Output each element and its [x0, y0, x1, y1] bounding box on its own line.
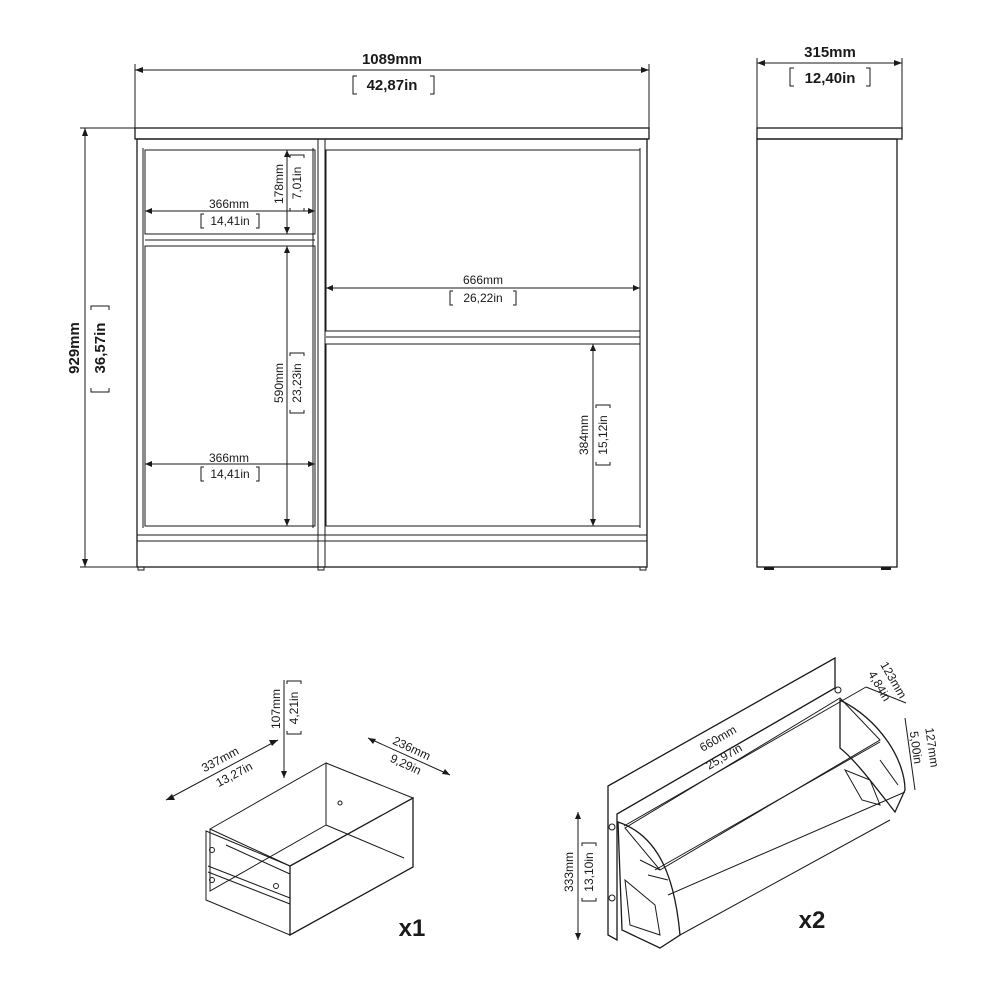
right-width-mm: 666mm	[463, 273, 503, 287]
side-depth-mm: 315mm	[804, 44, 856, 61]
front-view	[134, 127, 650, 571]
flap-quantity: x2	[799, 907, 826, 934]
right-width-in: 26,22in	[463, 291, 502, 305]
right-bottom-height-mm: 384mm	[577, 415, 591, 455]
left-bottom-width-in: 14,41in	[210, 467, 249, 481]
side-depth-in: 12,40in	[805, 70, 856, 87]
right-bottom-height-in: 15,12in	[596, 415, 610, 454]
overall-width-dimension: 1089mm 42,87in	[134, 51, 650, 128]
drawer-dimensions: 107mm 4,21in 337mm 13,27in 236mm 9,29in …	[165, 680, 451, 942]
overall-height-dimension: 929mm 36,57in	[66, 127, 137, 568]
overall-width-in: 42,87in	[367, 77, 418, 94]
drawer-illustration	[205, 762, 414, 937]
left-bottom-height-in: 23,23in	[290, 363, 304, 402]
overall-height-in: 36,57in	[92, 323, 109, 374]
left-top-width-in: 14,41in	[210, 214, 249, 228]
left-bottom-height-mm: 590mm	[272, 363, 286, 403]
left-top-height-in: 7,01in	[290, 167, 304, 200]
drawer-height-in: 4,21in	[287, 692, 301, 725]
overall-width-mm: 1089mm	[362, 51, 422, 68]
flap-depth-side-in: 5,00in	[907, 730, 925, 764]
right-bottom-height-dimension: 384mm 15,12in	[577, 344, 611, 526]
shoe-flap-illustration	[607, 656, 906, 949]
shoe-flap-dimensions: 333mm 13,10in 660mm 25,97in 123mm 4,84in…	[562, 659, 942, 940]
left-top-height-mm: 178mm	[272, 164, 286, 204]
drawer-height-mm: 107mm	[269, 689, 283, 729]
side-view	[756, 127, 903, 570]
flap-height-in: 13,10in	[582, 852, 596, 891]
drawer-quantity: x1	[399, 915, 426, 942]
side-depth-dimension: 315mm 12,40in	[756, 44, 903, 128]
flap-depth-side-mm: 127mm	[922, 727, 941, 769]
left-top-width-mm: 366mm	[209, 197, 249, 211]
flap-height-mm: 333mm	[562, 852, 576, 892]
left-bottom-cell-dimensions: 366mm 14,41in 590mm 23,23in	[145, 246, 315, 526]
left-bottom-width-mm: 366mm	[209, 451, 249, 465]
overall-height-mm: 929mm	[66, 322, 83, 374]
left-top-cell-dimensions: 366mm 14,41in 178mm 7,01in	[145, 150, 315, 234]
right-cell-width-dimension: 666mm 26,22in	[326, 273, 640, 306]
